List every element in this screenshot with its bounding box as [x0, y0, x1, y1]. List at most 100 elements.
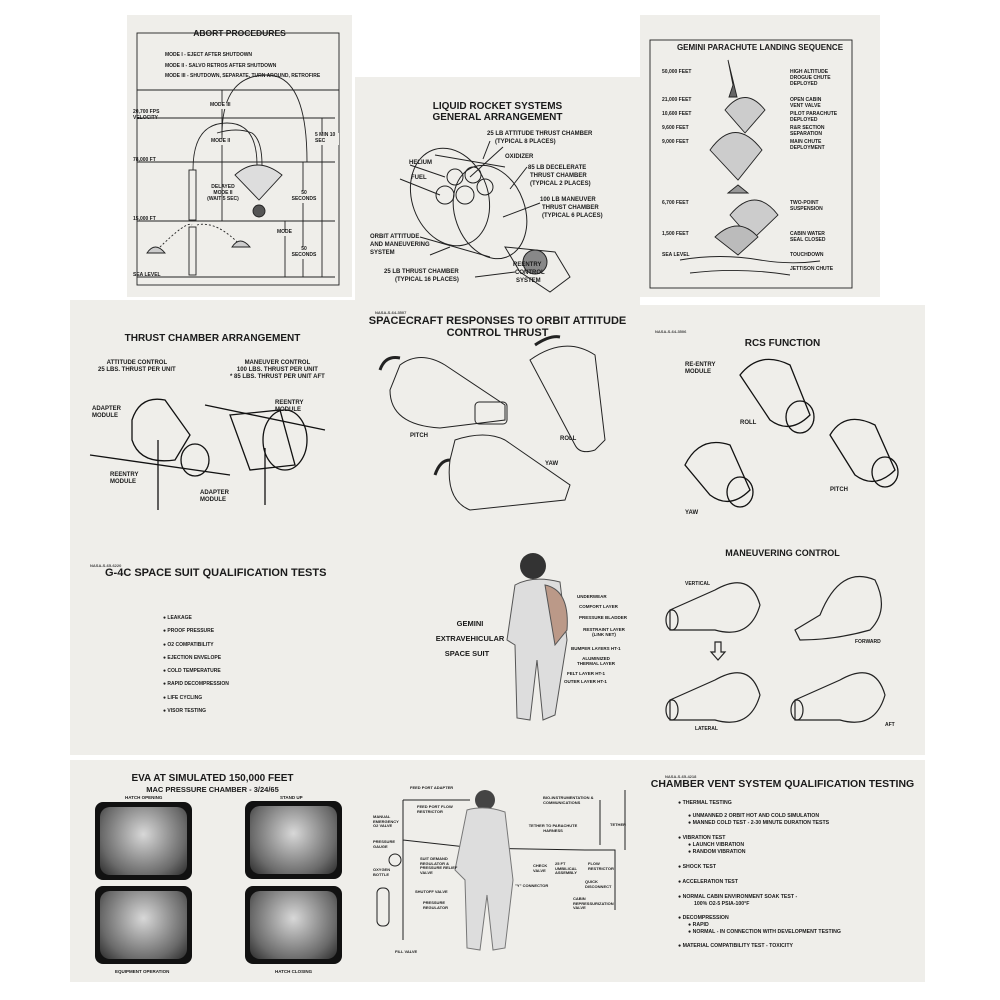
altitude-21000: 21,000 FEET — [662, 97, 692, 103]
label-mode: MODE — [277, 229, 292, 236]
altitude-9000: 9,000 FEET — [662, 139, 689, 145]
label-mode2: MODE II — [211, 138, 231, 145]
label-fuel: FUEL — [411, 175, 427, 181]
vent-id: NASA-S-65-4218 — [665, 774, 697, 779]
label-control: CONTROL — [515, 270, 545, 276]
test-item: COLD TEMPERATURE — [163, 668, 229, 675]
label-typical-2: (TYPICAL 2 PLACES) — [530, 181, 591, 187]
sys-label: CHECK VALVE — [533, 863, 548, 873]
label-rcs-roll: ROLL — [740, 420, 757, 426]
label-yaw: YAW — [545, 461, 559, 467]
sys-label: BIO-INSTRUMENTATION & COMMUNICATIONS — [543, 795, 594, 805]
label-rcs-pitch: PITCH — [830, 487, 848, 493]
label-reentry-1: REENTRY MODULE — [275, 400, 304, 413]
event-jettison: JETTISON CHUTE — [790, 266, 834, 272]
responses-id: NASA-S-64-3507 — [375, 310, 407, 315]
attitude-thrust: 25 LBS. THRUST PER UNIT — [98, 366, 176, 373]
label-attitude-chamber: 25 LB ATTITUDE THRUST CHAMBER — [487, 131, 593, 137]
mode-1: MODE I - EJECT AFTER SHUTDOWN — [165, 52, 253, 58]
label-delayed: DELAYED MODE II (WAIT 5 SEC) — [207, 184, 239, 202]
label-5min: 5 MIN 10 SEC — [315, 132, 339, 145]
sys-label: FILL VALVE — [395, 949, 418, 954]
layer-label: PRESSURE BLADDER — [579, 615, 628, 620]
test-item: RAPID DECOMPRESSION — [163, 681, 228, 688]
sys-label: SUIT DEMAND REGULATOR & PRESSURE RELIEF … — [420, 856, 458, 875]
maneuver-thrust: 100 LBS. THRUST PER UNIT — [236, 366, 318, 373]
card-chamber-vent: NASA-S-65-4218 CHAMBER VENT SYSTEM QUALI… — [640, 760, 925, 982]
altitude-50000: 50,000 FEET — [662, 69, 692, 75]
eva-sim-title-2: MAC PRESSURE CHAMBER - 3/24/65 — [146, 785, 279, 794]
sys-label: FEED PORT ADAPTER — [410, 785, 454, 790]
test-item: EJECTION ENVELOPE — [163, 655, 229, 662]
label-orbit-3: SYSTEM — [370, 250, 395, 256]
vent-item: MATERIAL COMPATIBILITY TEST - TOXICITY — [678, 943, 841, 950]
altitude-sea: SEA LEVEL — [662, 252, 690, 258]
tv-frame-equipment — [95, 886, 192, 964]
sys-label: "Y" CONNECTOR — [515, 883, 549, 888]
sys-label: OXYGEN BOTTLE — [373, 867, 391, 877]
sys-label: TETHER TO PARACHUTE HARNESS — [528, 823, 578, 833]
label-orbit-2: AND MANEUVERING — [370, 242, 430, 248]
sys-label: 25 FT UMBILICAL ASSEMBLY — [555, 861, 577, 876]
altitude-6700: 6,700 FEET — [662, 200, 689, 206]
test-item: VISOR TESTING — [163, 708, 229, 715]
event-separation: R&R SECTION SEPARATION — [790, 125, 825, 137]
altitude-10600: 10,600 FEET — [662, 111, 692, 117]
sys-label: PRESSURE GAUGE — [373, 839, 396, 849]
card-eva-simulation: EVA AT SIMULATED 150,000 FEET MAC PRESSU… — [70, 760, 355, 982]
rocket-diagram — [399, 140, 571, 293]
card-suit-tests: NASA-S-65-6220 G-4C SPACE SUIT QUALIFICA… — [70, 530, 355, 755]
abort-diagram — [136, 32, 340, 286]
vent-subitem: RAPID — [688, 922, 841, 929]
responses-title-1: SPACECRAFT RESPONSES TO ORBIT ATTITUDE — [368, 315, 627, 327]
label-50s-2: 50 SECONDS — [291, 246, 317, 259]
sys-label: MANUAL EMERGENCY O2 VALVE — [373, 814, 399, 829]
label-reentry-2: REENTRY MODULE — [110, 472, 139, 485]
frame-label: EQUIPMENT OPERATION — [115, 969, 170, 974]
mode-3: MODE III - SHUTDOWN, SEPARATE, TURN AROU… — [165, 73, 321, 79]
thrust-title: THRUST CHAMBER ARRANGEMENT — [124, 333, 301, 344]
sys-label: FLOW RESTRICTOR — [588, 861, 614, 871]
altitude-1500: 1,500 FEET — [662, 231, 689, 237]
parachute-title: GEMINI PARACHUTE LANDING SEQUENCE — [676, 43, 844, 52]
altitude-9600: 9,600 FEET — [662, 125, 689, 131]
frame-label: STAND UP — [280, 795, 303, 800]
eva-suit-title-1: GEMINI — [456, 619, 484, 628]
sys-label: QUICK DISCONNECT — [585, 879, 612, 889]
label-reentry-module: RE-ENTRY MODULE — [685, 362, 716, 375]
suit-tests-title: G-4C SPACE SUIT QUALIFICATION TESTS — [105, 567, 327, 579]
label-rcs-yaw: YAW — [685, 510, 699, 516]
layer-label: ALUMINIZED THERMAL LAYER — [576, 656, 615, 667]
label-helium: HELIUM — [409, 160, 432, 166]
label-typical-8: (TYPICAL 8 PLACES) — [495, 139, 556, 145]
label-mode3: MODE III — [210, 102, 231, 109]
level-sea: SEA LEVEL — [133, 272, 161, 278]
frame-label: HATCH CLOSING — [275, 969, 313, 974]
vent-subitem: LAUNCH VIBRATION — [688, 842, 841, 849]
suit-system-diagram — [376, 790, 626, 951]
label-50s-1: 50 SECONDS — [291, 190, 317, 203]
label-decelerate-2: THRUST CHAMBER — [530, 173, 587, 179]
vent-subitem: UNMANNED 2 ORBIT HOT AND COLD SIMULATION — [688, 813, 841, 820]
card-abort-procedures: ABORT PROCEDURES MODE I - EJECT AFTER SH… — [127, 15, 352, 297]
vent-item: DECOMPRESSION — [678, 915, 841, 922]
label-maneuver: 100 LB MANEUVER — [540, 197, 596, 203]
sys-label: SHUTOFF VALVE — [415, 889, 448, 894]
sys-label: CABIN REPRESSURIZATION VALVE — [573, 896, 614, 911]
label-maneuver-2: THRUST CHAMBER — [542, 205, 599, 211]
label-orbit-1: ORBIT ATTITUDE — [370, 234, 420, 240]
vent-item: THERMAL TESTING — [678, 800, 841, 807]
vent-subitem: 100% O2-5 PSIA-100°F — [694, 900, 750, 907]
layer-label: COMFORT LAYER — [579, 604, 618, 609]
event-main: MAIN CHUTE DEPLOYMENT — [790, 139, 825, 151]
eva-suit-title-3: SPACE SUIT — [444, 649, 490, 658]
thrust-diagram — [89, 398, 326, 510]
event-vent: OPEN CABIN VENT VALVE — [790, 97, 822, 109]
label-typical-16: (TYPICAL 16 PLACES) — [395, 277, 459, 283]
frame-label: HATCH OPENING — [125, 795, 163, 800]
event-pilot: PILOT PARACHUTE DEPLOYED — [790, 111, 838, 123]
sys-label: FEED PORT FLOW RESTRICTOR — [417, 804, 453, 814]
label-decelerate: 85 LB DECELERATE — [528, 165, 587, 171]
label-typical-6: (TYPICAL 6 PLACES) — [542, 213, 603, 219]
card-thrust-chamber: THRUST CHAMBER ARRANGEMENT ATTITUDE CONT… — [70, 300, 355, 530]
